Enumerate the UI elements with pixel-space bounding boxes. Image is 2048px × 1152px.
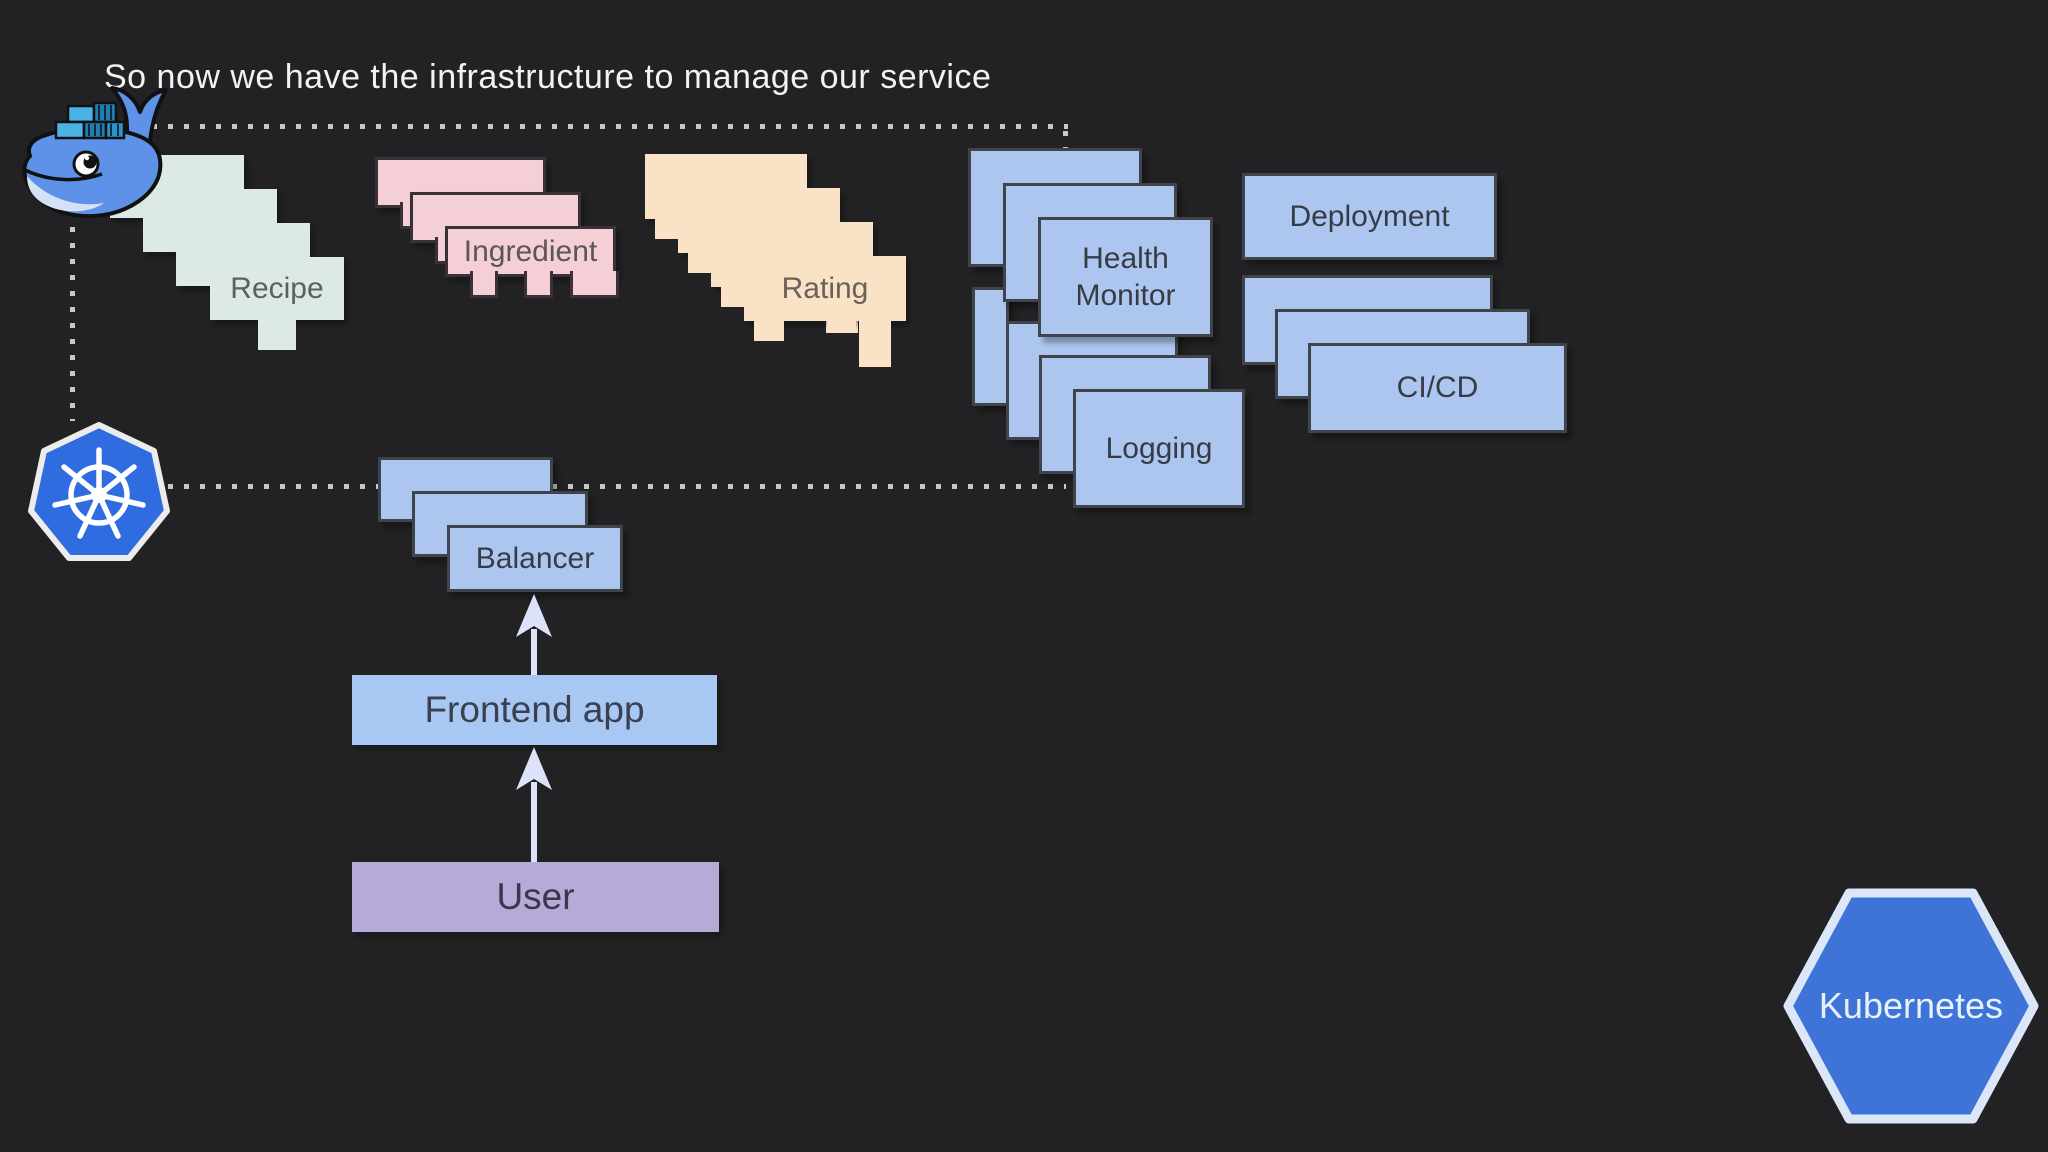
card-tab <box>524 271 553 298</box>
deployment-label: Deployment <box>1289 199 1450 233</box>
slide-title: So now we have the infrastructure to man… <box>104 58 992 96</box>
dotted-line-top-hook <box>1063 131 1068 149</box>
user-to-frontend-arrow <box>516 747 552 862</box>
whale-tail <box>110 86 168 146</box>
card-tab <box>470 271 498 298</box>
whale-containers <box>54 101 126 140</box>
whale-belly <box>27 176 104 212</box>
flow-arrows <box>516 594 552 862</box>
logging-label: Logging <box>1105 431 1213 465</box>
frontend-to-balancer-arrow <box>516 594 552 675</box>
kubernetes-icon <box>28 422 170 561</box>
cicd-label: CI/CD <box>1396 371 1479 405</box>
dotted-line-bottom <box>168 484 1066 489</box>
card-tab <box>570 271 619 298</box>
cicd-front-card: CI/CD <box>1308 343 1567 433</box>
card-tab <box>258 320 296 350</box>
kubernetes-hexagon: Kubernetes <box>1782 887 2040 1125</box>
rating-label: Rating <box>781 271 869 305</box>
recipe-label: Recipe <box>230 271 324 305</box>
card-tab <box>827 321 856 331</box>
kubernetes-hexagon-label: Kubernetes <box>1818 985 2004 1026</box>
user-box: User <box>352 862 719 932</box>
stack-card <box>972 287 1009 406</box>
health-monitor-label: Health Monitor <box>1075 241 1176 313</box>
recipe-front-card: Recipe <box>210 257 344 350</box>
dotted-line-left <box>70 227 75 421</box>
docker-icon <box>22 86 168 219</box>
card-tab <box>754 321 784 341</box>
frontend-app-box: Frontend app <box>352 675 717 745</box>
balancer-front-card: Balancer <box>447 525 623 592</box>
logging-front-card: Logging <box>1073 389 1245 508</box>
balancer-label: Balancer <box>475 541 595 575</box>
ingredient-label: Ingredient <box>463 234 598 268</box>
rating-front-card: Rating <box>744 256 906 367</box>
dotted-line-top <box>120 124 1068 129</box>
health-monitor-front-card: Health Monitor <box>1038 217 1213 337</box>
hexagon-shape <box>1783 888 2039 1124</box>
card-tab <box>859 321 891 367</box>
ingredient-front-card: Ingredient <box>445 226 619 298</box>
whale-smile <box>24 168 103 182</box>
deployment-card: Deployment <box>1242 173 1497 260</box>
